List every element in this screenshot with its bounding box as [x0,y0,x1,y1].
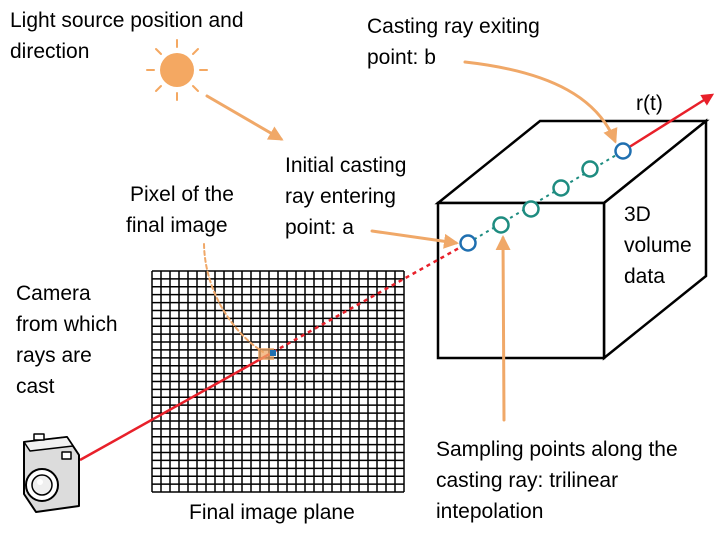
exit-point-b [614,142,632,160]
sample-point [552,179,570,197]
pixel-label: Pixel of the [130,183,234,206]
entry-point-arrow [370,229,459,249]
sampling-label: intepolation [436,500,543,523]
entry-point-a [459,234,477,252]
exit-point-label: Casting ray exiting [367,15,540,38]
sampling-arrow [495,235,511,422]
sampling-label: casting ray: trilinear [436,469,618,492]
exit-point-arrow [463,60,618,144]
volume-label: volume [624,234,692,257]
camera-label: rays are [16,344,92,367]
camera-label: Camera [16,282,91,305]
light-source-label: Light source position and [10,9,244,32]
ray-function-label: r(t) [636,92,663,115]
entry-point-label: Initial casting [285,154,406,177]
exit-point-label: point: b [367,46,436,69]
sample-point [522,200,540,218]
light-direction-arrow [205,94,284,141]
camera-icon [23,433,80,513]
ray-camera-segment [79,354,267,462]
cube-front-face [436,201,606,360]
ray-dotted-segment [265,241,469,358]
pixel-pointer [203,243,264,353]
callout-arrows [203,60,618,422]
volume-label: 3D [624,203,651,226]
ray-exit-segment [622,93,715,153]
sampling-label: Sampling points along the [436,438,678,461]
sample-point [492,216,510,234]
volume-cube [434,118,710,361]
entry-point-label: ray entering [285,185,396,208]
camera-label: from which [16,313,118,336]
pixel-label: final image [126,214,228,237]
volume-label: data [624,265,665,288]
sample-points [459,142,632,252]
image-plane-grid [151,270,405,493]
sun-icon [146,39,208,101]
image-plane-label: Final image plane [189,501,355,524]
pixel-marker [270,350,276,356]
camera-label: cast [16,375,55,398]
light-source-label: direction [10,40,89,63]
sample-point [581,160,599,178]
entry-point-label: point: a [285,216,354,239]
